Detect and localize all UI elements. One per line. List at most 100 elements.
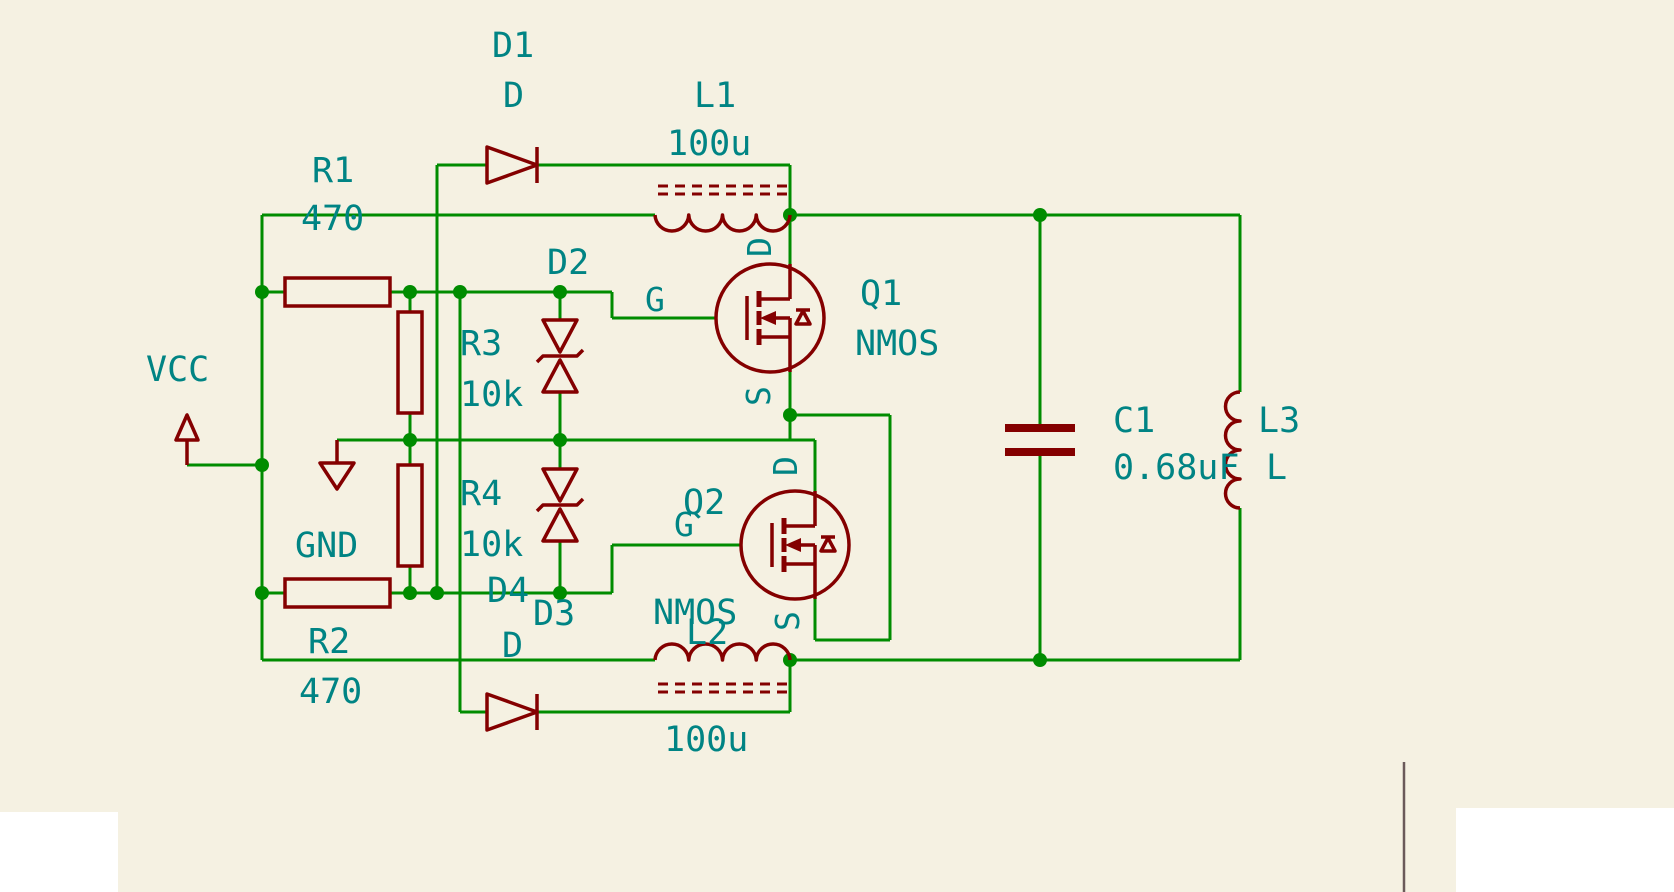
capacitor-value[interactable]: 0.68uF <box>1113 448 1239 488</box>
resistor-body[interactable] <box>396 310 424 415</box>
resistor-ref[interactable]: R2 <box>308 622 350 662</box>
tvs-triangle-top[interactable] <box>541 467 579 503</box>
inductor-ref[interactable]: L3 <box>1258 401 1300 441</box>
wire-node-a[interactable] <box>537 163 1242 424</box>
resistor-body[interactable] <box>396 463 424 568</box>
mosfet-body[interactable] <box>714 262 826 374</box>
junction-dot <box>553 586 567 600</box>
mosfet-value[interactable]: NMOS <box>855 324 939 364</box>
resistor-R1[interactable]: R1 470 <box>283 151 392 308</box>
vcc-arrow-icon <box>174 413 200 465</box>
junction-dot <box>1033 653 1047 667</box>
mosfet-drain-path <box>759 264 792 301</box>
vcc-label[interactable]: VCC <box>146 350 209 390</box>
resistor-ref[interactable]: R4 <box>460 474 502 514</box>
diode-value[interactable]: D <box>502 626 523 666</box>
resistor-body[interactable] <box>283 276 392 308</box>
wire-gate2-net[interactable] <box>390 163 741 595</box>
mosfet-substrate <box>776 316 792 337</box>
mosfet-pin-g: G <box>674 505 694 544</box>
gnd-arrow-icon <box>318 440 356 491</box>
mosfet-body-diode-icon <box>819 535 837 553</box>
canvas-margin-bottom-right <box>1456 808 1674 892</box>
resistor-body[interactable] <box>283 577 392 609</box>
junction-dot <box>255 285 269 299</box>
mosfet-source-path <box>759 335 792 372</box>
inductor-coil[interactable] <box>1223 390 1242 510</box>
inductor-value[interactable]: 100u <box>667 124 751 164</box>
inductor-value[interactable]: 100u <box>664 720 748 760</box>
capacitor-C1[interactable]: C1 0.68uF <box>1005 401 1239 488</box>
resistor-value[interactable]: 470 <box>299 672 362 712</box>
junction-dots <box>255 208 1047 667</box>
mosfet-pin-s: S <box>768 611 807 631</box>
mosfet-arrow-icon <box>785 538 801 552</box>
zener-ref[interactable]: D2 <box>547 243 589 283</box>
resistor-value[interactable]: 10k <box>460 375 523 415</box>
gnd-label[interactable]: GND <box>295 526 358 566</box>
inductor-coil[interactable] <box>653 213 792 233</box>
mosfet-substrate <box>801 543 817 564</box>
mosfet-value[interactable]: NMOS <box>653 593 737 633</box>
zener-bar <box>535 497 585 513</box>
junction-dot <box>453 285 467 299</box>
junction-dot <box>553 285 567 299</box>
diode-triangle[interactable] <box>485 145 539 185</box>
resistor-R2[interactable]: R2 470 <box>283 577 392 712</box>
inductor-L1[interactable]: L1 100u <box>653 76 792 233</box>
junction-dot <box>430 586 444 600</box>
tvs-triangle-bottom[interactable] <box>541 507 579 543</box>
diode-value[interactable]: D <box>503 76 524 116</box>
mosfet-body-diode-icon <box>794 308 812 326</box>
mosfet-drain-path <box>784 491 817 528</box>
junction-dot <box>1033 208 1047 222</box>
resistor-ref[interactable]: R1 <box>312 151 354 191</box>
tvs-triangle-top[interactable] <box>541 318 579 354</box>
inductor-L2[interactable]: L2 100u <box>653 613 792 760</box>
resistor-R3[interactable]: R3 10k <box>396 310 523 415</box>
inductor-ref[interactable]: L1 <box>694 76 736 116</box>
junction-dot <box>255 586 269 600</box>
mosfet-source-path <box>784 562 817 599</box>
inductor-core <box>658 184 787 196</box>
gnd-power-symbol[interactable]: GND <box>295 440 358 566</box>
resistor-value[interactable]: 470 <box>301 199 364 239</box>
mosfet-pin-d: D <box>740 237 779 257</box>
wire-node-b[interactable] <box>537 456 1242 714</box>
mosfet-ref[interactable]: Q2 <box>683 483 725 523</box>
resistor-R4[interactable]: R4 10k <box>396 463 523 568</box>
junction-dot <box>783 408 797 422</box>
inductor-value[interactable]: L <box>1266 448 1287 488</box>
inductor-ref[interactable]: L2 <box>686 613 728 653</box>
diode-D1[interactable]: D1 D <box>485 26 539 185</box>
mosfet-Q1[interactable]: Q1 NMOS G D S <box>645 237 939 406</box>
wire-gate1-net[interactable] <box>390 290 716 714</box>
tvs-triangle-bottom[interactable] <box>541 358 579 394</box>
resistor-ref[interactable]: R3 <box>460 324 502 364</box>
inductor-L3[interactable]: L3 L <box>1223 390 1301 510</box>
mosfet-pin-s: S <box>739 386 778 406</box>
mosfet-ref[interactable]: Q1 <box>860 274 902 314</box>
diode-ref[interactable]: D1 <box>492 26 534 66</box>
zener-ref[interactable]: D4 <box>487 571 529 611</box>
junction-dot <box>403 433 417 447</box>
mosfet-Q2[interactable]: Q2 NMOS G D S <box>653 456 851 633</box>
zener-D2[interactable]: D2 <box>535 243 589 394</box>
vcc-power-symbol[interactable]: VCC <box>146 350 209 465</box>
zener-D3-D4[interactable]: D4 <box>487 467 585 611</box>
inductor-coil[interactable] <box>653 642 792 662</box>
mosfet-pin-d: D <box>766 456 805 476</box>
diode-ref[interactable]: D3 <box>533 594 575 634</box>
canvas-margin-bottom-left <box>0 812 118 892</box>
diode-D3-bottom[interactable]: D3 D <box>485 594 575 732</box>
resistor-value[interactable]: 10k <box>460 525 523 565</box>
junction-dot <box>553 433 567 447</box>
junction-dot <box>403 586 417 600</box>
diode-triangle[interactable] <box>485 692 539 732</box>
junction-dot <box>255 458 269 472</box>
junction-dot <box>403 285 417 299</box>
mosfet-body[interactable] <box>739 489 851 601</box>
capacitor-ref[interactable]: C1 <box>1113 401 1155 441</box>
mosfet-pin-g: G <box>645 280 665 319</box>
